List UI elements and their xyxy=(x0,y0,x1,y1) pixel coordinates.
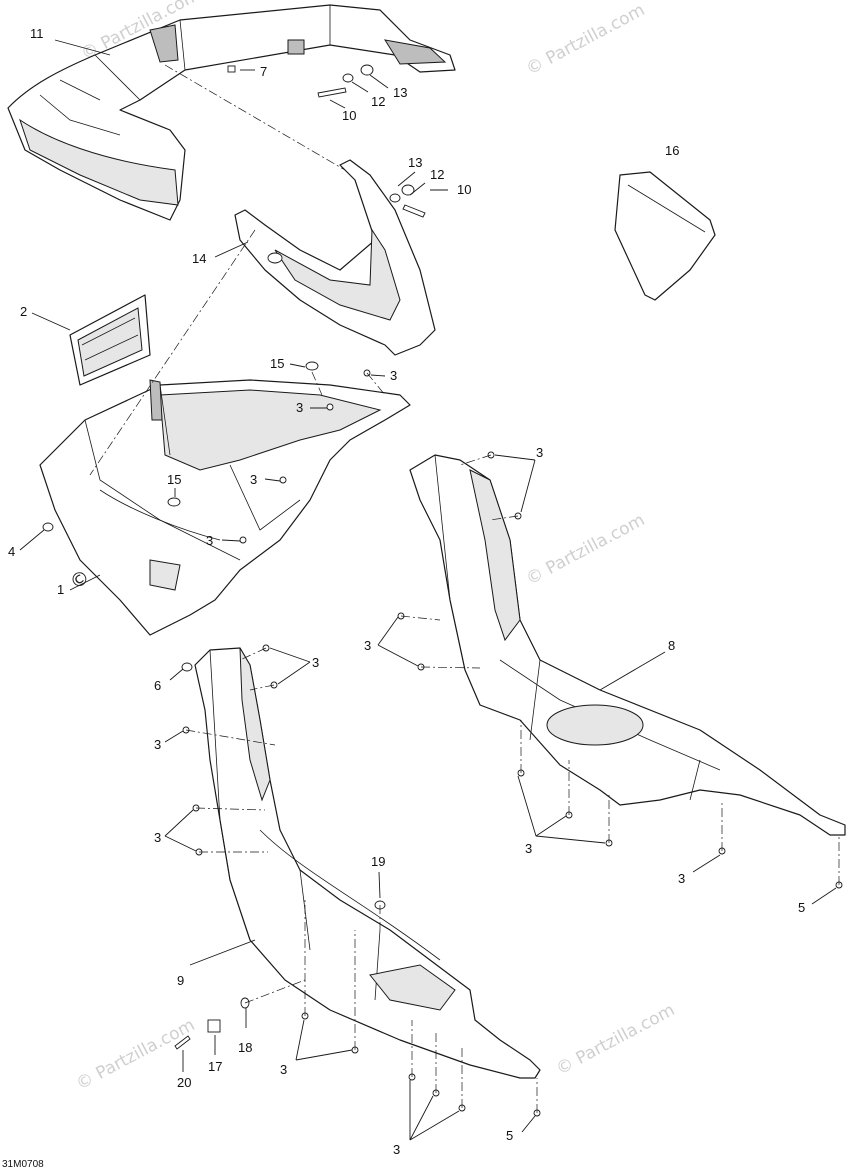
diagram-reference-code: 31M0708 xyxy=(2,1159,44,1170)
callout-13: 13 xyxy=(393,85,407,100)
callout-1: 1 xyxy=(57,582,64,597)
callout-3: 3 xyxy=(296,400,303,415)
part-2-decal xyxy=(69,294,151,386)
part-11-upper-console xyxy=(7,4,456,221)
callout-12: 12 xyxy=(430,167,444,182)
watermark-text: © Partzilla.com xyxy=(523,510,648,589)
callout-10: 10 xyxy=(457,182,471,197)
callout-16: 16 xyxy=(665,143,679,158)
callout-15: 15 xyxy=(167,472,181,487)
part-14-support-bracket xyxy=(234,159,436,356)
callout-4: 4 xyxy=(8,544,15,559)
callout-3: 3 xyxy=(312,655,319,670)
callout-3: 3 xyxy=(364,638,371,653)
hardware xyxy=(42,64,843,1117)
callout-3: 3 xyxy=(154,737,161,752)
callout-20: 20 xyxy=(177,1075,191,1090)
part-9-left-side-panel xyxy=(194,647,541,1079)
callout-17: 17 xyxy=(208,1059,222,1074)
part-16-pad xyxy=(614,171,716,301)
callout-19: 19 xyxy=(371,854,385,869)
callout-13: 13 xyxy=(408,155,422,170)
callout-10: 10 xyxy=(342,108,356,123)
callout-3: 3 xyxy=(250,472,257,487)
watermark-text: © Partzilla.com xyxy=(523,0,648,79)
callout-3: 3 xyxy=(678,871,685,886)
assembly-lines xyxy=(89,64,840,1113)
callout-2: 2 xyxy=(20,304,27,319)
callout-9: 9 xyxy=(177,973,184,988)
callout-8: 8 xyxy=(668,638,675,653)
callout-5: 5 xyxy=(798,900,805,915)
callout-3: 3 xyxy=(393,1142,400,1157)
callout-3: 3 xyxy=(536,445,543,460)
leader-lines xyxy=(19,39,837,1141)
callout-6: 6 xyxy=(154,678,161,693)
callout-3: 3 xyxy=(206,533,213,548)
callout-7: 7 xyxy=(260,64,267,79)
callout-3: 3 xyxy=(525,841,532,856)
callout-12: 12 xyxy=(371,94,385,109)
callout-5: 5 xyxy=(506,1128,513,1143)
callout-labels: 11 7 12 13 10 13 12 10 16 14 2 15 3 3 3 … xyxy=(8,26,805,1157)
part-1-front-body xyxy=(39,379,411,636)
callout-15: 15 xyxy=(270,356,284,371)
part-8-right-side-panel xyxy=(409,454,846,836)
callout-14: 14 xyxy=(192,251,206,266)
callout-3: 3 xyxy=(280,1062,287,1077)
watermark-text: © Partzilla.com xyxy=(553,1000,678,1079)
callout-18: 18 xyxy=(238,1040,252,1055)
callout-3: 3 xyxy=(154,830,161,845)
callout-3: 3 xyxy=(390,368,397,383)
callout-11: 11 xyxy=(30,26,44,41)
